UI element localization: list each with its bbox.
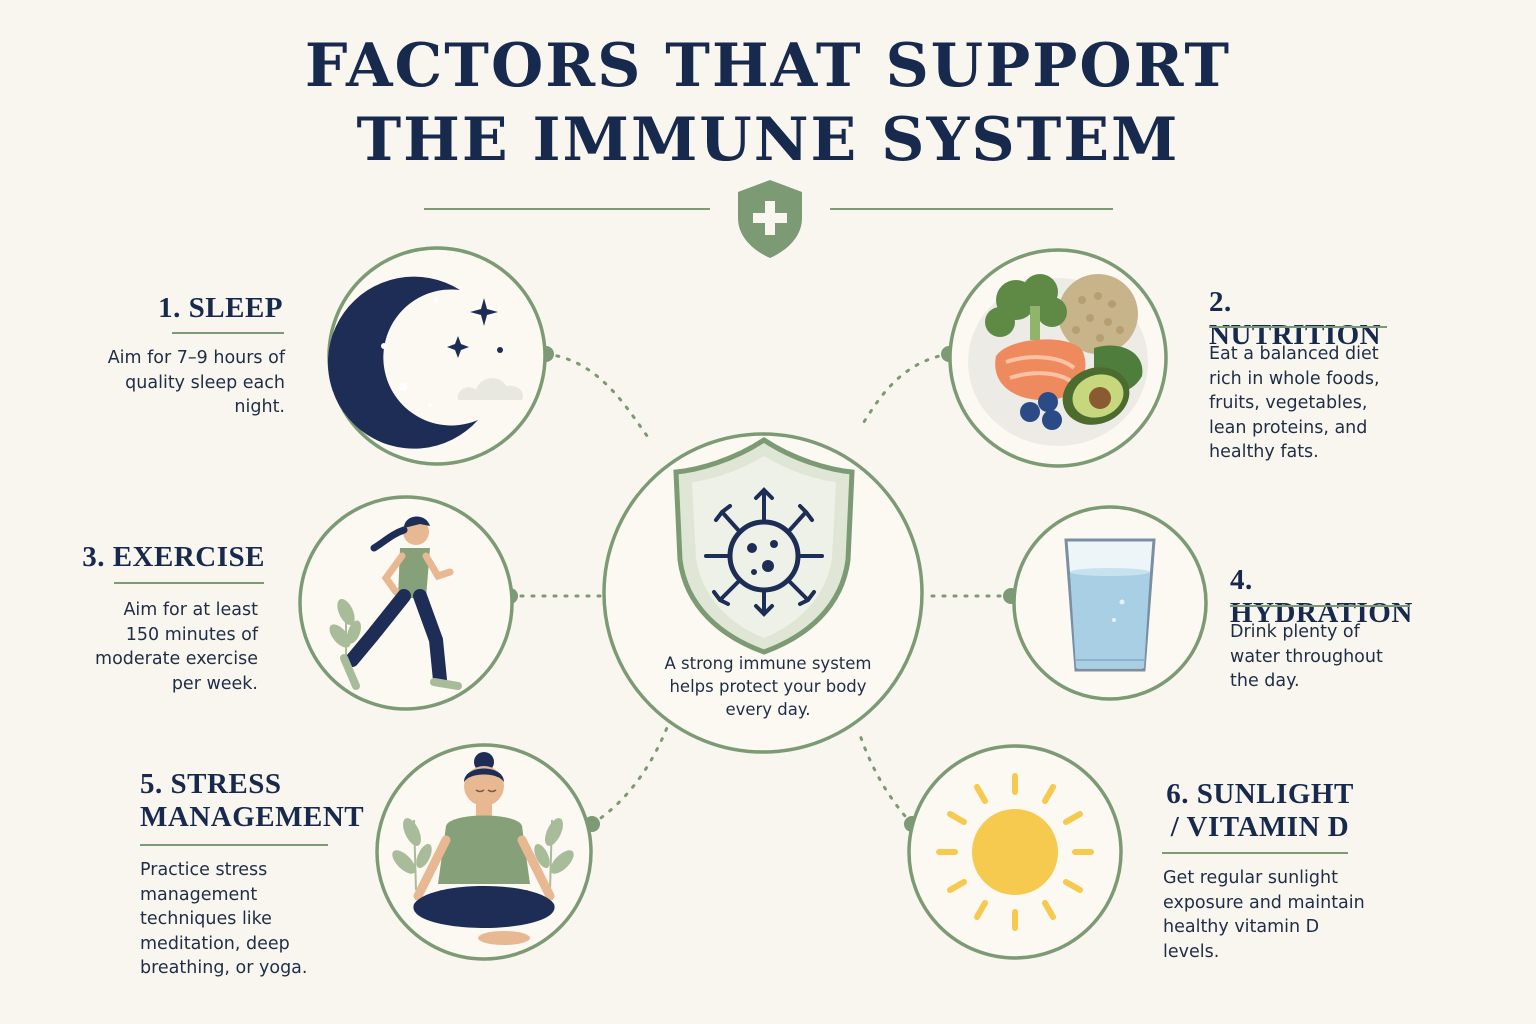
factor-heading-sleep: 1. SLEEP (158, 292, 283, 324)
rule-exercise (114, 582, 264, 584)
shield-cross-icon (738, 180, 802, 258)
sun-icon (936, 773, 1094, 931)
page-title-line1: FACTORS THAT SUPPORT (304, 31, 1232, 101)
connector-sunlight (858, 733, 914, 826)
center-caption: A strong immune system helps protect you… (664, 654, 872, 719)
food-plate-icon (968, 274, 1148, 446)
factor-heading-sunlight: 6. SUNLIGHT / VITAMIN D (1166, 778, 1354, 843)
rule-nutrition (1209, 326, 1387, 328)
factor-desc-exercise: Aim for at least 150 minutes of moderate… (95, 600, 258, 694)
factor-desc-stress: Practice stress management techniques li… (140, 860, 308, 978)
meditation-icon (392, 752, 574, 945)
connector-stress (590, 718, 672, 826)
connectors (508, 352, 1013, 826)
factor-heading-stress: 5. STRESS MANAGEMENT (140, 768, 365, 833)
rule-stress (140, 844, 328, 846)
factor-heading-hydration: 4. HYDRATION (1230, 564, 1413, 629)
moon-stars-icon (327, 276, 524, 449)
rule-hydration (1230, 605, 1410, 607)
rule-sunlight (1162, 852, 1348, 854)
factor-heading-nutrition: 2. NUTRITION (1209, 286, 1382, 351)
page-title-line2: THE IMMUNE SYSTEM (356, 105, 1180, 175)
water-glass-icon (1064, 538, 1156, 672)
runner-icon (329, 516, 462, 690)
factor-desc-sleep: Aim for 7–9 hours of quality sleep each … (107, 348, 285, 417)
factor-heading-exercise: 3. EXERCISE (82, 541, 265, 573)
connector-nutrition (860, 352, 951, 427)
factor-desc-sunlight: Get regular sunlight exposure and mainta… (1163, 868, 1365, 962)
factor-desc-hydration: Drink plenty of water throughout the day… (1230, 622, 1383, 691)
factor-desc-nutrition: Eat a balanced diet rich in whole foods,… (1209, 344, 1380, 462)
shield-virus-icon (673, 436, 855, 655)
connector-sleep (544, 352, 652, 442)
rule-sleep (172, 332, 284, 334)
